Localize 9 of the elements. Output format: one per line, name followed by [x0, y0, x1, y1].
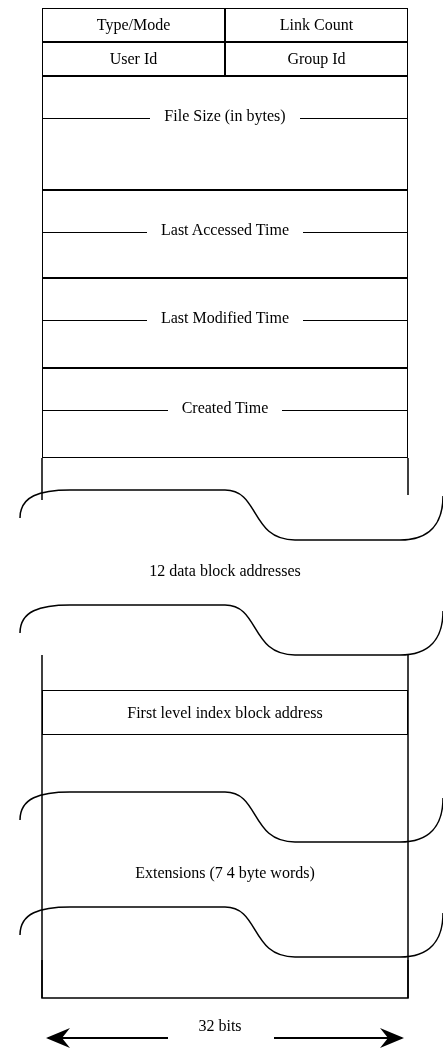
field-cell: Link Count: [225, 8, 408, 42]
field-cell: Group Id: [225, 42, 408, 76]
field-cell: Last Modified Time: [42, 278, 408, 368]
field-cell: Last Accessed Time: [42, 190, 408, 278]
field-cell: First level index block address: [42, 690, 408, 735]
field-cell: Created Time: [42, 368, 408, 458]
field-cell: User Id: [42, 42, 225, 76]
field-cell: Type/Mode: [42, 8, 225, 42]
field-cell: File Size (in bytes): [42, 76, 408, 190]
